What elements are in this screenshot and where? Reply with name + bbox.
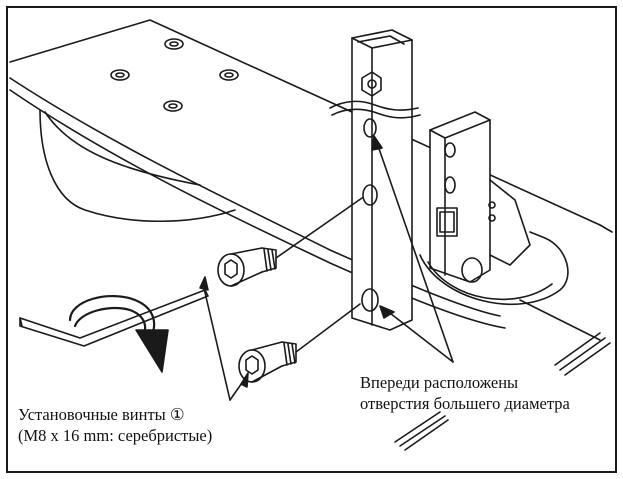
setting-screw-lower: [238, 341, 297, 383]
bracket-assembly: [419, 111, 569, 305]
machine-body: [39, 109, 236, 222]
screws-label-line1: Установочные винты ①: [18, 405, 185, 424]
curved-arrow-icon: [68, 295, 169, 373]
surface-hatch: [394, 332, 611, 451]
insertion-guide-lines: [275, 197, 363, 353]
cable-loop: [329, 100, 421, 119]
hex-key-icon: [19, 289, 209, 347]
vertical-plate: [351, 29, 413, 331]
screws-callout-label: Установочные винты ① (M8 x 16 mm: серебр…: [18, 404, 212, 446]
machine-table: [9, 19, 613, 341]
setting-screw-upper: [217, 247, 277, 287]
screws-callout-lines: [202, 283, 245, 401]
screws-label-line2: (M8 x 16 mm: серебристые): [18, 426, 213, 445]
holes-label-line2: отверстия большего диаметра: [360, 394, 570, 413]
holes-callout-label: Впереди расположены отверстия большего д…: [360, 372, 570, 414]
illustration-frame: [6, 6, 617, 473]
holes-callout-lines: [375, 139, 454, 363]
holes-label-line1: Впереди расположены: [360, 373, 519, 392]
table-screw-holes: [110, 38, 239, 112]
